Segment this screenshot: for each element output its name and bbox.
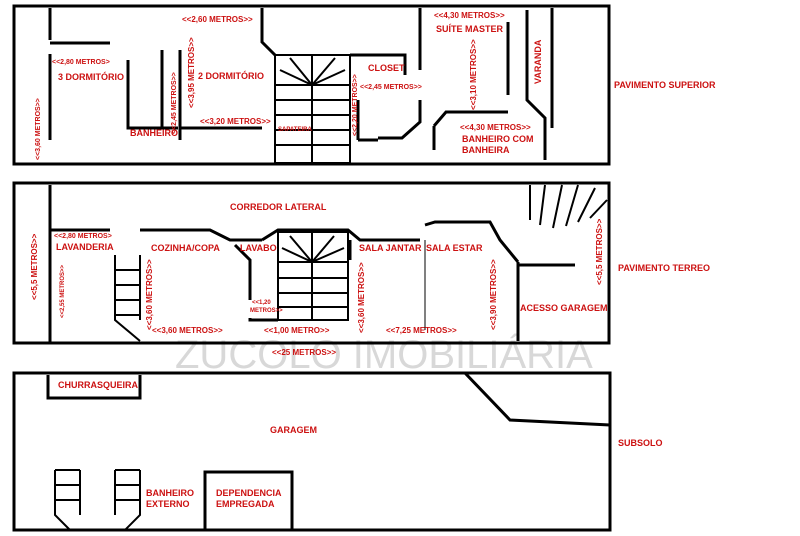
dim-label: <<1,20 bbox=[252, 300, 271, 306]
upper-wall bbox=[432, 110, 508, 127]
room-label: CLOSET bbox=[368, 63, 405, 73]
dim-label: <<25 METROS>> bbox=[272, 348, 336, 357]
dim-label: <<2,80 METROS> bbox=[52, 59, 110, 66]
basement-title: SUBSOLO bbox=[618, 438, 663, 448]
basement bbox=[12, 371, 612, 532]
dim-label: <<2,20 METROS>> bbox=[352, 74, 359, 136]
stair-steps bbox=[275, 99, 350, 146]
dim-label: <<3,10 METROS>> bbox=[469, 39, 478, 110]
dim-label: <<3,60 METROS>> bbox=[152, 326, 223, 335]
dim-label: <<2,60 METROS>> bbox=[182, 15, 253, 24]
dim-label: <<7,25 METROS>> bbox=[386, 326, 457, 335]
room-label: LAVANDERIA bbox=[56, 242, 114, 252]
room-label: COZINHA/COPA bbox=[151, 243, 220, 253]
upper-wall bbox=[260, 8, 277, 57]
room-label: BANHEIRA bbox=[462, 145, 510, 155]
dim-label: <<3,60 METROS>> bbox=[145, 259, 154, 330]
dim-label: <<3,60 METROS>> bbox=[357, 262, 366, 333]
room-label: SALA ESTAR bbox=[426, 243, 483, 253]
watermark: ZUCOLO IMOBILIÁRIA bbox=[175, 332, 593, 377]
upper-floor-title: PAVIMENTO SUPERIOR bbox=[614, 80, 716, 90]
room-label: SUÍTE MASTER bbox=[436, 24, 504, 34]
stair-outline bbox=[114, 255, 141, 342]
ground-floor-title: PAVIMENTO TERREO bbox=[618, 263, 710, 273]
room-label: VARANDA bbox=[533, 39, 543, 84]
dim-label: <<2,55 METROS>> bbox=[60, 264, 66, 318]
ground-wall bbox=[424, 220, 520, 263]
room-label: DEPENDENCIA bbox=[216, 488, 282, 498]
stair-steps bbox=[115, 269, 140, 316]
stair-right bbox=[114, 469, 141, 531]
stair-left bbox=[54, 469, 81, 531]
room-label: GARAGEM bbox=[270, 425, 317, 435]
dim-label: <<1,00 METRO>> bbox=[264, 326, 330, 335]
room-label: SALA JANTAR bbox=[359, 243, 422, 253]
dim-label: METROS>> bbox=[250, 308, 283, 314]
basement-outline bbox=[12, 371, 612, 532]
ramp-wall bbox=[463, 371, 611, 427]
dim-label: <<2,80 METROS> bbox=[54, 233, 112, 240]
dim-label: <<4,30 METROS>> bbox=[460, 123, 531, 132]
bbq-wall bbox=[46, 375, 142, 400]
room-label: EXTERNO bbox=[146, 499, 190, 509]
dim-label: <<3,90 METROS>> bbox=[489, 259, 498, 330]
dim-label: <<5,5 METROS>> bbox=[595, 218, 604, 285]
room-label: 2 DORMITÓRIO bbox=[198, 70, 264, 81]
room-label: BANHEIRO COM bbox=[462, 134, 534, 144]
room-label: BANHEIRO bbox=[146, 488, 194, 498]
room-label: CHURRASQUEIRA bbox=[58, 380, 139, 390]
upper-wall bbox=[350, 53, 407, 75]
ground-wall bbox=[233, 243, 252, 300]
upper-wall bbox=[178, 50, 262, 140]
stair-fan bbox=[529, 184, 608, 229]
upper-wall bbox=[525, 10, 547, 160]
room-label: ACESSO GARAGEM bbox=[520, 303, 608, 313]
dim-label: <<2,45 METROS>> bbox=[360, 84, 422, 91]
room-label: 3 DORMITÓRIO bbox=[58, 71, 124, 82]
dim-label: <<3,95 METROS>> bbox=[187, 37, 196, 108]
upper-stair bbox=[274, 54, 351, 164]
ground-floor bbox=[12, 181, 611, 345]
basement-stairs bbox=[54, 469, 141, 531]
ground-wall bbox=[140, 228, 262, 242]
stair-winder bbox=[281, 235, 345, 263]
room-label: SAPATEIRA bbox=[278, 127, 312, 133]
stair-winder bbox=[279, 55, 346, 86]
dim-label: <<2,45 METROS>> bbox=[171, 72, 178, 134]
ground-stair-right bbox=[529, 184, 608, 229]
upper-wall bbox=[356, 100, 378, 142]
room-label: CORREDOR LATERAL bbox=[230, 202, 327, 212]
maid-room-wall bbox=[203, 470, 294, 530]
ground-wall bbox=[261, 228, 420, 242]
dim-label: <<3,20 METROS>> bbox=[200, 117, 271, 126]
room-label: EMPREGADA bbox=[216, 499, 275, 509]
ground-outline bbox=[12, 181, 611, 345]
dim-label: <<4,30 METROS>> bbox=[434, 11, 505, 20]
room-label: LAVABO bbox=[240, 243, 277, 253]
ground-stair-center bbox=[277, 231, 349, 321]
stair-steps bbox=[278, 277, 348, 308]
dim-label: <<5,5 METROS>> bbox=[30, 233, 39, 300]
upper-wall bbox=[378, 100, 422, 140]
ground-stair-left bbox=[114, 255, 141, 342]
room-label: BANHEIRO bbox=[130, 128, 178, 138]
dim-label: <<3,60 METROS>> bbox=[35, 98, 42, 160]
ground-wall bbox=[248, 318, 278, 322]
